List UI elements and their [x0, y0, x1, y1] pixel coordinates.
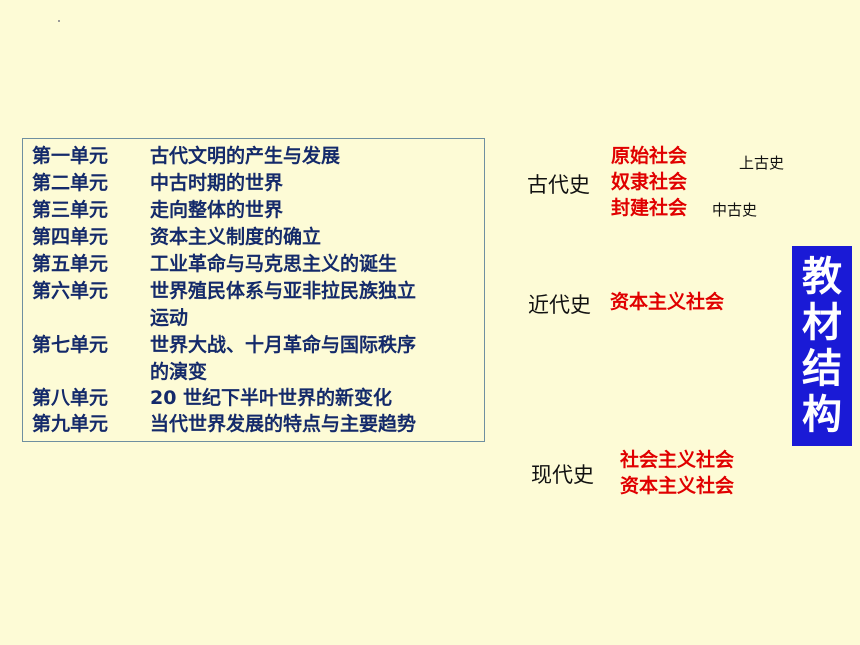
banner-char: 构 — [802, 392, 842, 438]
era-contemporary-label: 现代史 — [531, 463, 594, 487]
unit-title: 古代文明的产生与发展 — [150, 145, 341, 167]
banner-char: 材 — [802, 300, 842, 346]
unit-title: 工业革命与马克思主义的诞生 — [150, 253, 398, 275]
unit-title-continued: 的演变 — [150, 361, 208, 383]
decorative-dot — [58, 20, 60, 22]
unit-number: 第六单元 — [32, 280, 109, 302]
unit-number: 第九单元 — [32, 413, 109, 435]
era-ancient-label: 古代史 — [527, 173, 590, 197]
sub-middle-ancient: 中古史 — [712, 201, 758, 219]
unit-title: 走向整体的世界 — [150, 199, 284, 221]
era-modern-label: 近代史 — [528, 293, 591, 317]
society-capitalist-contemporary: 资本主义社会 — [620, 475, 735, 497]
sub-upper-ancient: 上古史 — [739, 154, 785, 172]
society-capitalist-modern: 资本主义社会 — [610, 291, 725, 313]
unit-number: 第四单元 — [32, 226, 109, 248]
unit-title-continued: 运动 — [150, 307, 189, 329]
unit-number: 第一单元 — [32, 145, 109, 167]
unit-number: 第三单元 — [32, 199, 109, 221]
unit-title: 世界大战、十月革命与国际秩序 — [150, 334, 417, 356]
unit-title: 资本主义制度的确立 — [150, 226, 322, 248]
unit-title: 20 世纪下半叶世界的新变化 — [150, 387, 393, 409]
unit-title: 世界殖民体系与亚非拉民族独立 — [150, 280, 417, 302]
unit-list-box: 第一单元 古代文明的产生与发展 第二单元 中古时期的世界 第三单元 走向整体的世… — [22, 138, 485, 442]
society-slave: 奴隶社会 — [611, 171, 688, 193]
society-feudal: 封建社会 — [611, 197, 688, 219]
textbook-structure-banner: 教 材 结 构 — [792, 246, 852, 446]
unit-number: 第八单元 — [32, 387, 109, 409]
society-socialist: 社会主义社会 — [620, 449, 735, 471]
unit-title: 当代世界发展的特点与主要趋势 — [150, 413, 417, 435]
unit-number: 第七单元 — [32, 334, 109, 356]
banner-char: 结 — [802, 346, 842, 392]
banner-char: 教 — [802, 254, 842, 300]
unit-title: 中古时期的世界 — [150, 172, 284, 194]
unit-number: 第二单元 — [32, 172, 109, 194]
society-primitive: 原始社会 — [611, 145, 688, 167]
unit-number: 第五单元 — [32, 253, 109, 275]
